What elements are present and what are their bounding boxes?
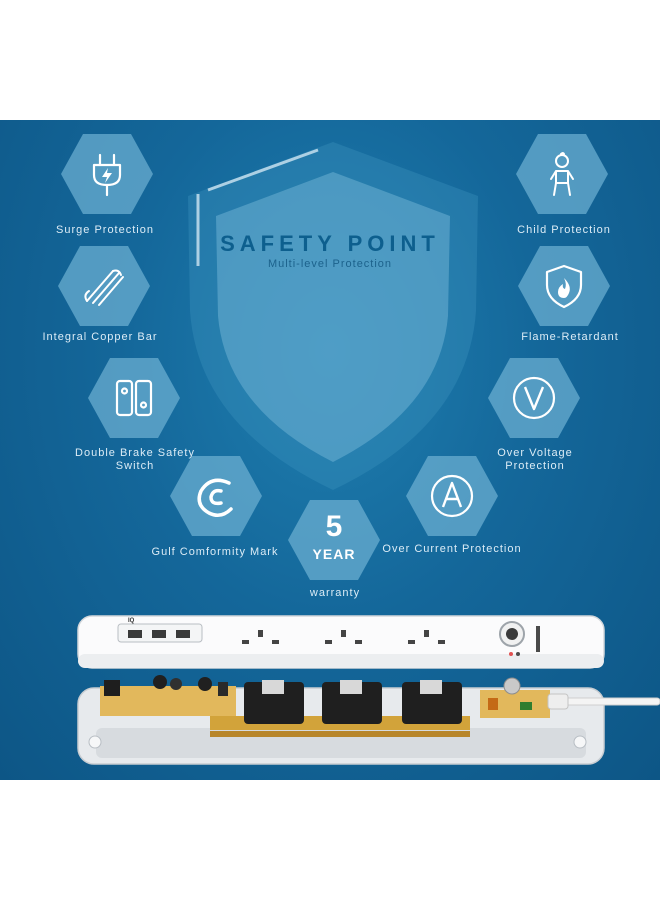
page-subtitle: Multi-level Protection (267, 258, 393, 270)
page-title: SAFETY POINT (220, 231, 440, 256)
current-a-icon (430, 474, 474, 518)
plug-icon (92, 153, 122, 197)
feature-flame-retardant (516, 244, 612, 328)
voltage-v-icon (512, 376, 556, 420)
conformity-mark-icon (197, 478, 233, 517)
feature-double-brake-switch (86, 356, 182, 440)
feature-label: Over Current Protection (382, 543, 522, 555)
shield-graphic (188, 142, 478, 490)
power-strip-illustration (77, 615, 660, 765)
feature-warranty: 5 YEAR (286, 498, 382, 582)
safety-features-panel: SAFETY POINT Multi-level Protection Surg… (0, 120, 660, 780)
feature-label: Gulf Comformity Mark (151, 546, 279, 558)
feature-label: Double Brake Safety Switch (75, 447, 195, 472)
feature-label: Flame-Retardant (521, 331, 619, 343)
feature-label: warranty (309, 587, 361, 599)
warranty-years-text: YEAR (312, 546, 356, 562)
child-icon (550, 152, 574, 196)
feature-label: Over Voltage Protection (497, 447, 573, 472)
switch-icon (115, 379, 153, 417)
warranty-years-number: 5 (325, 510, 343, 543)
feature-label: Integral Copper Bar (42, 331, 158, 343)
feature-gulf-conformity-mark (168, 454, 264, 538)
feature-child-protection (514, 132, 610, 216)
feature-over-current (404, 454, 500, 538)
copper-bar-icon (84, 269, 124, 306)
feature-integral-copper-bar (56, 244, 152, 328)
feature-over-voltage (486, 356, 582, 440)
feature-label: Surge Protection (56, 224, 154, 236)
feature-label: Child Protection (517, 224, 611, 236)
feature-surge-protection (59, 132, 155, 216)
flame-shield-icon (545, 264, 583, 309)
usb-port-label: IQ (128, 618, 135, 624)
